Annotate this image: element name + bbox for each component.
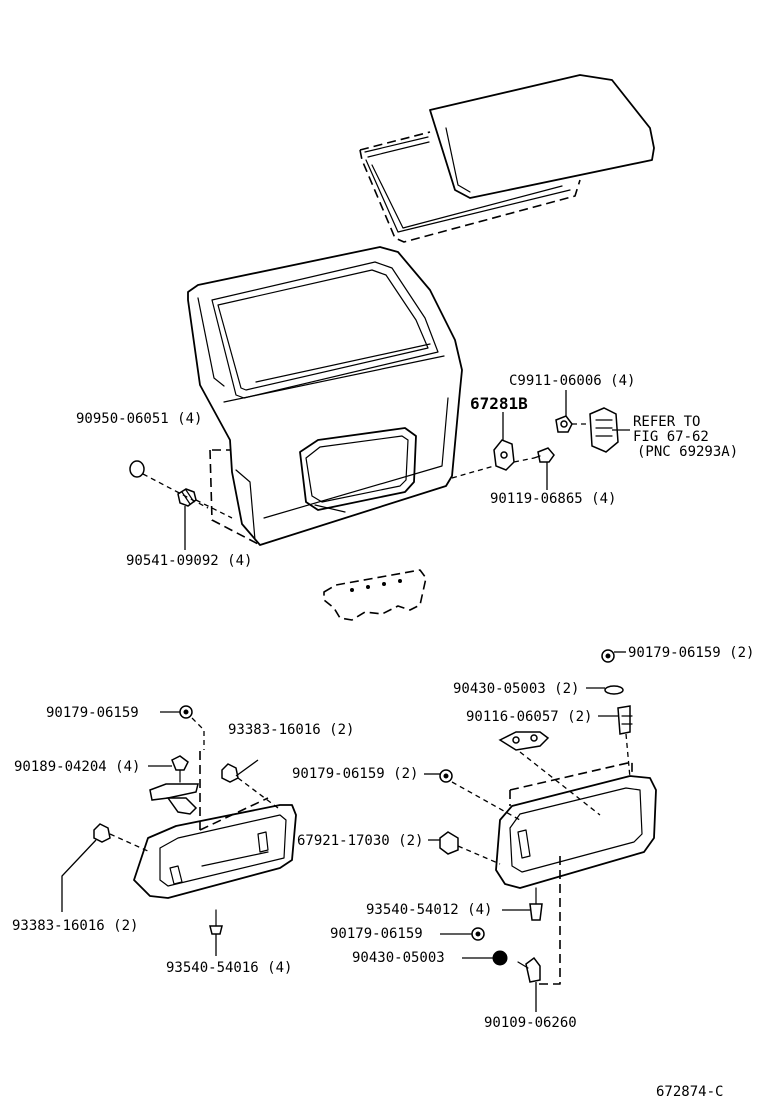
washer-90430-top	[604, 685, 624, 695]
door-lower-garnish	[323, 569, 427, 621]
label-90179-06159-mid: 90179-06159 (2)	[292, 766, 418, 782]
label-c9911-06006: C9911-06006 (4)	[509, 373, 635, 389]
cushion-67921	[439, 831, 459, 855]
label-67281b: 67281B	[470, 394, 528, 413]
grommet-90950	[129, 460, 145, 478]
label-90179-06159-right: 90179-06159	[330, 926, 423, 942]
nut-90179-right	[471, 927, 485, 941]
screw-90116	[617, 705, 633, 735]
grommet-93383-top	[221, 763, 239, 783]
label-refer-line3: (PNC 69293A)	[637, 444, 738, 460]
back-door-panel	[187, 246, 463, 546]
washer-90430-right	[492, 950, 508, 966]
garnish-left-assembly	[133, 748, 297, 899]
label-90116-06057: 90116-06057 (2)	[466, 709, 592, 725]
label-93540-54016: 93540-54016 (4)	[166, 960, 292, 976]
label-90109-06260: 90109-06260	[484, 1015, 577, 1031]
diagram-id: 672874-C	[656, 1084, 723, 1100]
label-90541-09092: 90541-09092 (4)	[126, 553, 252, 569]
part-67281b	[493, 439, 515, 471]
screw-93540-right	[529, 887, 543, 921]
bolt-90109	[517, 956, 541, 983]
label-93383-16016-bot: 93383-16016 (2)	[12, 918, 138, 934]
bolt-90119	[533, 447, 555, 463]
label-67921-17030: 67921-17030 (2)	[297, 833, 423, 849]
screw-90189	[171, 755, 189, 783]
label-refer-line2: FIG 67-62	[633, 429, 709, 445]
nut-90179-mid	[439, 769, 453, 783]
back-door-glass	[359, 74, 655, 243]
nut-90179-left	[179, 705, 193, 719]
hinge-assembly	[589, 407, 619, 453]
label-90119-06865: 90119-06865 (4)	[490, 491, 616, 507]
screw-93540-left	[209, 909, 223, 935]
label-93383-16016-top: 93383-16016 (2)	[228, 722, 354, 738]
label-90189-04204: 90189-04204 (4)	[14, 759, 140, 775]
label-refer-line1: REFER TO	[633, 414, 700, 430]
bolt-c9911	[555, 415, 573, 433]
garnish-right-assembly	[495, 731, 657, 985]
label-90179-06159-top: 90179-06159 (2)	[628, 645, 754, 661]
label-90950-06051: 90950-06051 (4)	[76, 411, 202, 427]
label-90179-06159-left: 90179-06159	[46, 705, 139, 721]
label-90430-05003-2: 90430-05003 (2)	[453, 681, 579, 697]
grommet-93383-bot	[93, 823, 111, 843]
label-90430-05003: 90430-05003	[352, 950, 445, 966]
label-93540-54012: 93540-54012 (4)	[366, 902, 492, 918]
nut-90179-top-right	[601, 649, 615, 663]
